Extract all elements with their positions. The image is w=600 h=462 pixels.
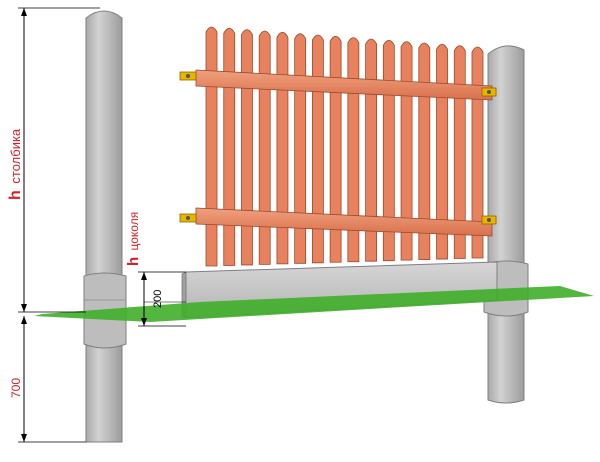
dimension-plinth [138,271,186,327]
picket [223,27,236,266]
plinth-value-label: 200 [152,290,164,308]
bracket-bottom-left [179,213,197,223]
left-post [83,10,127,443]
bracket-top-right [481,87,497,97]
bracket-bottom-right [481,215,497,225]
ground-plane [34,286,594,322]
mounting-brackets [179,71,497,225]
picket [205,26,218,267]
depth-value-label: 700 [9,378,23,398]
bracket-top-left [179,71,197,81]
picket [258,30,271,265]
dimension-depth [18,316,86,443]
dimension-post-height [18,7,100,313]
plinth-height-label: h цоколя [125,212,142,266]
post-height-label: h столбика [7,128,24,200]
picket [294,33,307,264]
picket [276,31,289,265]
picket [241,29,253,266]
